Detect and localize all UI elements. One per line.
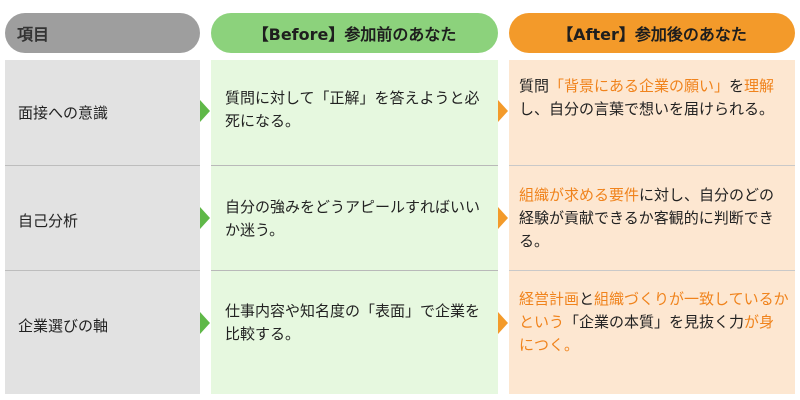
row-separator (509, 270, 795, 271)
row-separator (509, 165, 795, 166)
row-separator (5, 165, 200, 166)
item-column (5, 60, 200, 394)
header-item: 項目 (5, 13, 200, 53)
before-text-company-axis: 仕事内容や知名度の「表面」で企業を比較する。 (225, 302, 481, 343)
text-segment: と (579, 290, 595, 308)
text-segment: に対し、自分のどの経験が貢献できるか客観的に判断できる。 (519, 186, 775, 250)
after-text-interview: 質問「背景にある企業の願い」を理解し、自分の言葉で想いを届けられる。 (519, 75, 789, 121)
highlight-text: 「背景にある企業の願い」 (549, 77, 730, 95)
highlight-text: が身につく。 (519, 313, 775, 354)
highlight-text: 理解 (744, 77, 775, 95)
row-label-self-analysis: 自己分析 (18, 212, 79, 230)
highlight-text: 組織が求める要件 (519, 186, 640, 204)
row-separator (211, 270, 498, 271)
highlight-text: 組織づくりが一致しているかという (519, 290, 789, 331)
row-label-company-axis: 企業選びの軸 (18, 317, 109, 335)
before-column (211, 60, 498, 394)
header-after: 【After】参加後のあなた (509, 13, 795, 53)
arrow-right-icon (200, 312, 210, 334)
arrow-right-icon (498, 100, 508, 122)
text-segment: 質問 (519, 77, 550, 95)
highlight-text: 経営計画 (519, 290, 580, 308)
row-separator (211, 165, 498, 166)
row-label-interview: 面接への意識 (18, 104, 109, 122)
header-before: 【Before】参加前のあなた (211, 13, 498, 53)
before-text-self-analysis: 自分の強みをどうアピールすればいいか迷う。 (225, 198, 481, 239)
text-segment: を (729, 77, 745, 95)
after-column (509, 60, 795, 394)
text-segment: し、自分の言葉で想いを届けられる。 (519, 100, 775, 118)
after-text-company-axis: 経営計画と組織づくりが一致しているかという「企業の本質」を見抜く力が身につく。 (519, 288, 789, 357)
arrow-right-icon (498, 312, 508, 334)
arrow-right-icon (200, 100, 210, 122)
before-text-interview: 質問に対して「正解」を答えようと必死になる。 (225, 89, 480, 130)
after-text-self-analysis: 組織が求める要件に対し、自分のどの経験が貢献できるか客観的に判断できる。 (519, 184, 789, 253)
row-separator (5, 270, 200, 271)
text-segment: 「企業の本質」を見抜く力 (564, 313, 745, 331)
arrow-right-icon (200, 207, 210, 229)
arrow-right-icon (498, 207, 508, 229)
